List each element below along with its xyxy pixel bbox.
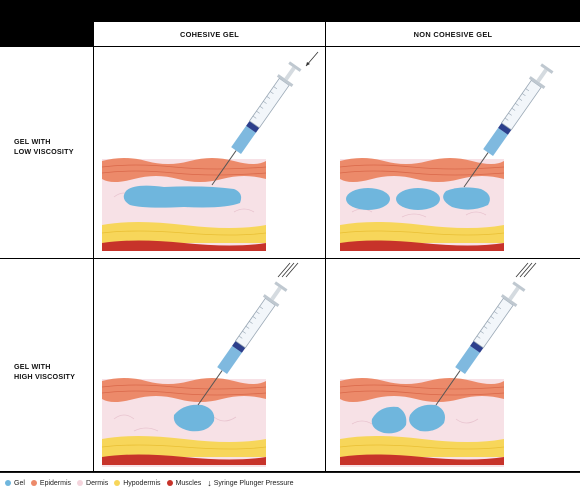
column-header-non-cohesive-gel: NON COHESIVE GEL <box>413 30 493 39</box>
gel-blob-3 <box>443 187 490 210</box>
gel-blob-2 <box>409 404 445 432</box>
row-label-low-viscosity: GEL WITH LOW VISCOSITY <box>14 137 74 157</box>
legend-label-epidermis: Epidermis <box>39 479 72 487</box>
legend-swatch-muscles <box>166 480 173 486</box>
row-label-low-line2: LOW VISCOSITY <box>14 147 74 156</box>
row-label-high-line2: HIGH VISCOSITY <box>14 372 76 381</box>
legend-label-gel: Gel <box>14 479 25 487</box>
row-label-low-line1: GEL WITH <box>14 137 51 146</box>
legend-item-muscles: Muscles <box>166 479 202 487</box>
row-label-cell-low: GEL WITH LOW VISCOSITY <box>0 47 93 258</box>
illustration-non-cohesive-low <box>339 63 554 251</box>
skin-layers <box>339 378 505 467</box>
skin-layers <box>101 158 267 251</box>
legend-item-gel: Gel <box>5 480 25 487</box>
illustration-non-cohesive-high <box>339 262 537 467</box>
syringe <box>197 281 288 406</box>
syringe <box>463 63 554 188</box>
legend-label-dermis: Dermis <box>86 479 109 487</box>
down-arrow-icon: ↓ <box>207 477 212 488</box>
panel-cohesive-high <box>94 259 325 471</box>
gel-blob <box>173 404 215 432</box>
panel-cohesive-low <box>94 47 325 258</box>
row-label-high-viscosity: GEL WITH HIGH VISCOSITY <box>14 362 75 382</box>
syringe <box>211 61 302 186</box>
legend-swatch-dermis <box>77 480 84 486</box>
legend-item-dermis: Dermis <box>77 480 108 487</box>
legend-item-pressure: ↓ Syringe Plunger Pressure <box>207 477 294 488</box>
legend-label-muscles: Muscles <box>175 479 202 487</box>
gel-blob <box>123 185 242 208</box>
pressure-arrows <box>277 262 299 278</box>
hypodermis-layer <box>102 222 266 243</box>
gel-blob-2 <box>396 188 440 210</box>
column-header-cohesive-gel: COHESIVE GEL <box>179 30 240 39</box>
illustration-cohesive-low <box>101 51 319 251</box>
legend: Gel Epidermis Dermis Hypodermis Muscles … <box>0 472 580 493</box>
row-label-cell-high: GEL WITH HIGH VISCOSITY <box>0 259 93 471</box>
header-cell-non-cohesive: NON COHESIVE GEL <box>326 22 580 46</box>
legend-swatch-gel <box>5 480 11 486</box>
illustration-cohesive-high <box>101 262 299 467</box>
legend-label-pressure: Syringe Plunger Pressure <box>213 479 294 487</box>
panel-non-cohesive-high <box>326 259 580 471</box>
gel-blob-1 <box>371 406 407 434</box>
epidermis-layer <box>102 158 266 182</box>
pressure-arrows <box>515 262 537 278</box>
legend-item-epidermis: Epidermis <box>30 479 72 487</box>
legend-label-hypodermis: Hypodermis <box>123 479 161 487</box>
panel-non-cohesive-low <box>326 47 580 258</box>
muscle-layer <box>102 240 266 251</box>
legend-item-hypodermis: Hypodermis <box>114 479 161 487</box>
syringe <box>435 281 526 406</box>
gel-blob-1 <box>346 188 390 210</box>
legend-swatch-hypodermis <box>114 480 121 486</box>
header-cell-cohesive: COHESIVE GEL <box>94 22 325 46</box>
row-label-high-line1: GEL WITH <box>14 362 51 371</box>
legend-swatch-epidermis <box>30 480 37 486</box>
